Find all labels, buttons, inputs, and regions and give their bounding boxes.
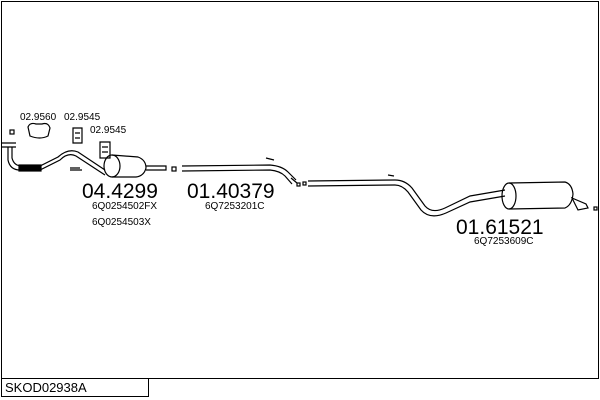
- oem-number-rear-silencer: 6Q7253609C: [474, 236, 534, 247]
- front-pipe-drawing: [2, 142, 177, 178]
- part-number-rubber-mount-2: 02.9545: [90, 125, 127, 136]
- middle-pipe-drawing: [181, 157, 301, 187]
- part-number-front-pipe: 04.4299: [82, 180, 158, 203]
- rubber-mount-drawing: [72, 127, 111, 159]
- part-number-clamp: 02.9560: [20, 112, 57, 123]
- part-number-rear-silencer: 01.61521: [456, 216, 544, 239]
- rear-silencer-drawing: [302, 174, 598, 217]
- diagram-frame: [1, 1, 599, 379]
- diagram-code-label: SKOD02938A: [1, 378, 149, 397]
- oem-number-front-pipe-1: 6Q0254502FX: [92, 201, 158, 212]
- oem-number-front-pipe-2: 6Q0254503X: [92, 217, 151, 228]
- part-number-middle-pipe: 01.40379: [187, 180, 275, 203]
- part-number-rubber-mount-1: 02.9545: [64, 112, 101, 123]
- oem-number-middle-pipe: 6Q7253201C: [205, 201, 265, 212]
- clamp-drawing: [9, 122, 51, 139]
